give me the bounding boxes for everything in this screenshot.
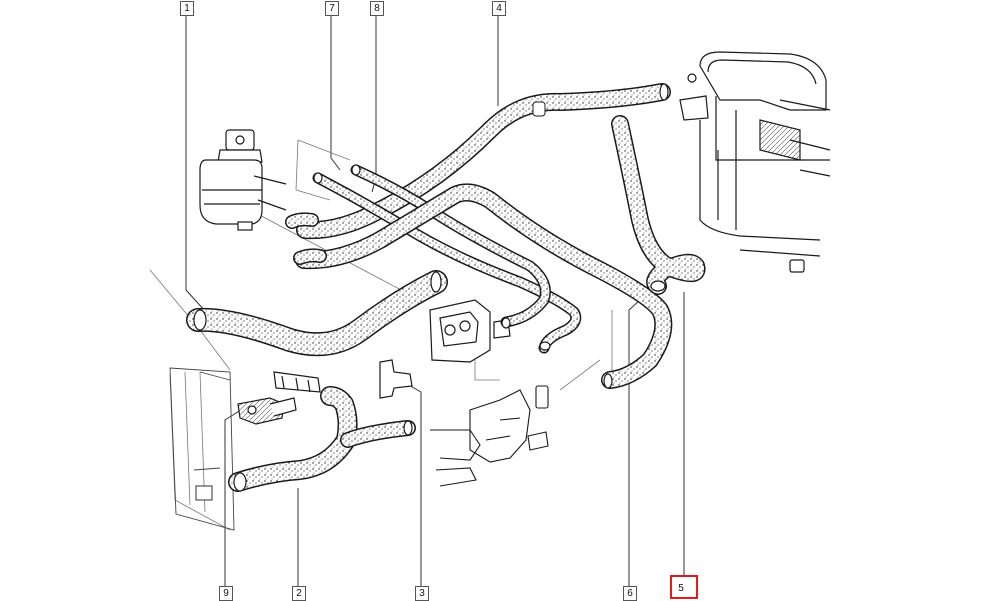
- part-ref-7[interactable]: 7: [325, 1, 339, 16]
- leader-8: [371, 14, 377, 193]
- leader-7: [330, 14, 341, 171]
- hose-4: [296, 83, 671, 240]
- part-ref-3[interactable]: 3: [415, 586, 429, 601]
- expansion-tank: [199, 129, 287, 231]
- hose-8: [350, 164, 551, 328]
- leader-6: [628, 299, 641, 588]
- part-ref-8[interactable]: 8: [370, 1, 384, 16]
- hose-end-caps: [313, 83, 669, 436]
- engine-block-lower: [430, 385, 549, 487]
- leader-9: [224, 407, 245, 588]
- water-outlet-housing: [429, 299, 511, 363]
- hose-5: [611, 115, 706, 295]
- leader-1: [185, 14, 207, 313]
- hose-1: [186, 270, 448, 357]
- part-ref-6[interactable]: 6: [623, 586, 637, 601]
- hose-7: [312, 172, 582, 354]
- heater-box: [679, 51, 831, 273]
- leader-lines: [185, 14, 685, 588]
- hose-fittings: [237, 359, 413, 425]
- hose-tank-lower: [295, 183, 673, 389]
- leader-3: [399, 379, 422, 588]
- part-ref-4[interactable]: 4: [492, 1, 506, 16]
- radiator: [169, 367, 235, 531]
- part-ref-1[interactable]: 1: [180, 1, 194, 16]
- hose-2: [228, 386, 416, 492]
- hose-stub-tank: [285, 212, 327, 265]
- part-ref-2[interactable]: 2: [292, 586, 306, 601]
- hoses: [186, 83, 706, 492]
- part-ref-9[interactable]: 9: [219, 586, 233, 601]
- part-ref-5-highlighted[interactable]: 5: [670, 575, 698, 599]
